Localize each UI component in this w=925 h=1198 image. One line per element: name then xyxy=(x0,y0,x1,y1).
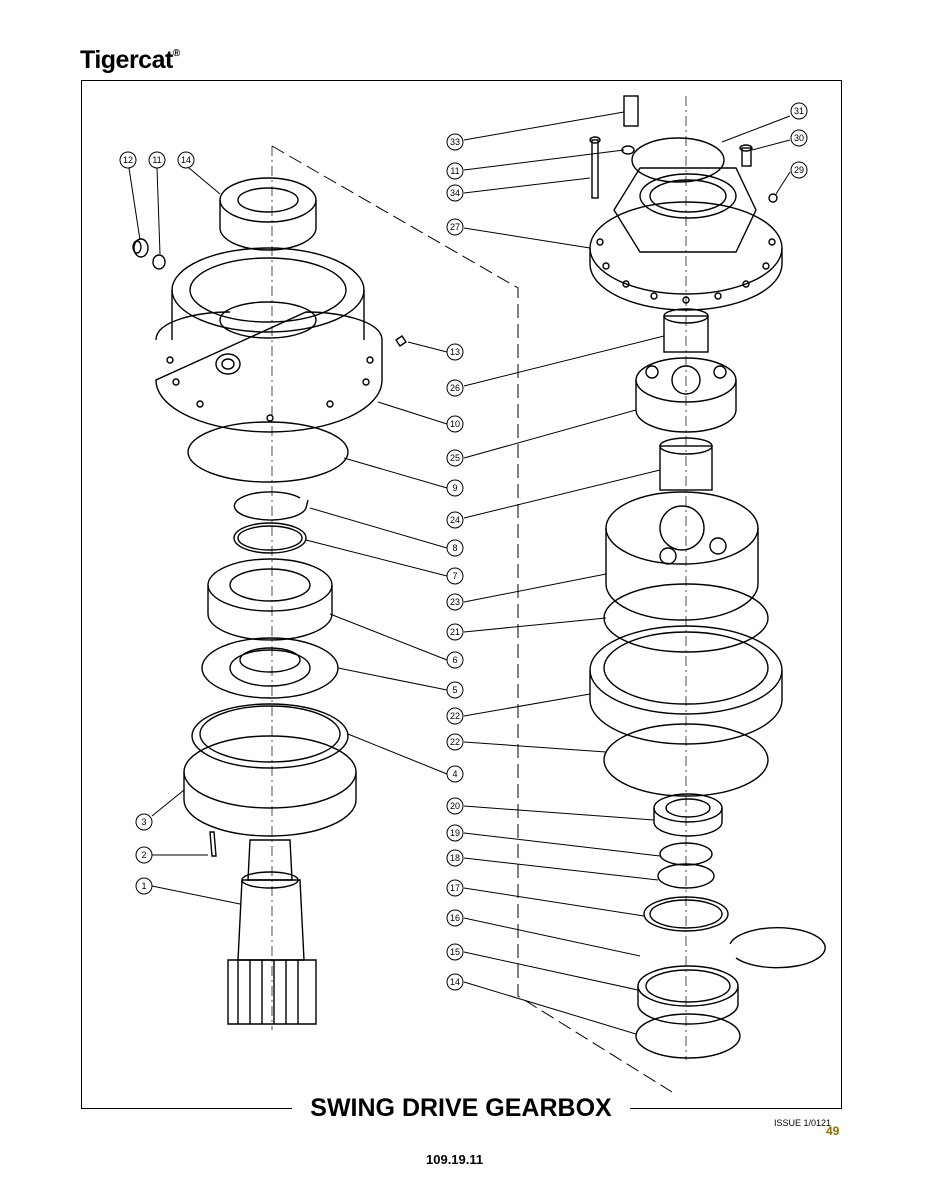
callout-30: 30 xyxy=(794,133,804,143)
callout-11-right: 11 xyxy=(450,166,459,176)
callout-2: 2 xyxy=(141,850,146,860)
brand-name: Tigercat xyxy=(80,46,173,74)
callout-6: 6 xyxy=(452,655,457,665)
part-25-sun-gear xyxy=(659,437,713,491)
callout-20: 19 xyxy=(450,828,460,838)
page-number: 49 xyxy=(826,1124,840,1138)
part-13-fitting xyxy=(395,335,407,347)
part-5-seal xyxy=(201,637,339,699)
part-31-oring xyxy=(631,137,725,183)
callout-11-left: 11 xyxy=(152,155,161,165)
callout-24: 23 xyxy=(450,597,460,607)
part-8-snap-ring xyxy=(233,491,309,521)
part-4-ring xyxy=(191,703,349,769)
callout-22-upper: 21 xyxy=(450,627,460,637)
callout-17: 16 xyxy=(450,913,460,923)
callout-1: 1 xyxy=(141,881,146,891)
part-18-seal xyxy=(643,896,729,932)
part-2-pin xyxy=(209,831,217,857)
callout-26: 25 xyxy=(450,453,460,463)
callout-28: 27 xyxy=(450,222,460,232)
part-33-sleeve xyxy=(623,95,639,127)
part-29-nut xyxy=(768,193,778,203)
part-14-bearing xyxy=(219,177,317,251)
callout-9: 9 xyxy=(452,483,457,493)
part-22-oring-lower xyxy=(603,723,769,797)
callout-29: 29 xyxy=(794,165,804,175)
callout-16: 15 xyxy=(450,947,460,957)
part-30-bolt xyxy=(739,144,753,167)
callout-25: 24 xyxy=(450,515,460,525)
callout-13: 13 xyxy=(450,347,460,357)
callout-5: 5 xyxy=(452,685,457,695)
part-3-cover xyxy=(183,735,357,837)
callout-18: 17 xyxy=(450,883,460,893)
callout-15: 14 xyxy=(450,977,460,987)
callout-23: 22 xyxy=(450,711,460,721)
brand-logo: Tigercat® xyxy=(80,46,180,75)
part-23-ring-gear xyxy=(589,625,783,745)
part-20-ring xyxy=(659,842,713,866)
part-12-plug xyxy=(132,238,149,258)
part-15-oring xyxy=(635,1013,741,1059)
part-27-pinion xyxy=(663,308,709,353)
part-28-cover-housing xyxy=(589,167,783,311)
callout-21: 20 xyxy=(450,801,460,811)
part-6-bearing xyxy=(207,558,333,641)
document-number: 109.19.11 xyxy=(426,1152,484,1167)
part-9-oring xyxy=(187,421,349,483)
part-10-housing xyxy=(155,247,383,433)
callout-4: 4 xyxy=(452,769,457,779)
callout-19: 18 xyxy=(450,853,460,863)
callout-10: 10 xyxy=(450,419,460,429)
callout-14: 14 xyxy=(181,155,191,165)
callout-33: 33 xyxy=(450,137,460,147)
callout-22-lower: 22 xyxy=(450,737,460,747)
callout-12: 12 xyxy=(123,155,133,165)
title-background xyxy=(292,1094,630,1128)
part-34-dowel xyxy=(589,136,601,199)
part-1-shaft xyxy=(227,839,317,1025)
part-19-ring xyxy=(657,863,715,889)
callout-31: 31 xyxy=(794,106,804,116)
part-26-planet-carrier xyxy=(635,357,737,433)
callout-8: 8 xyxy=(452,543,457,553)
registered-mark: ® xyxy=(172,48,180,59)
callout-27: 26 xyxy=(450,383,460,393)
part-11-oring-left xyxy=(152,254,166,270)
callout-7: 7 xyxy=(452,571,457,581)
part-24-planet-carrier xyxy=(605,491,759,621)
callout-3: 3 xyxy=(141,817,146,827)
part-16-seal xyxy=(637,965,739,1025)
issue-label: ISSUE 1/0121 xyxy=(774,1118,832,1128)
part-7-ring xyxy=(233,522,307,554)
assembly-axis-dashed xyxy=(271,145,673,1093)
diagram-title: SWING DRIVE GEARBOX xyxy=(310,1094,612,1122)
callout-34: 34 xyxy=(450,188,460,198)
part-21-bearing xyxy=(653,793,723,837)
part-17-snap-ring xyxy=(729,927,826,969)
